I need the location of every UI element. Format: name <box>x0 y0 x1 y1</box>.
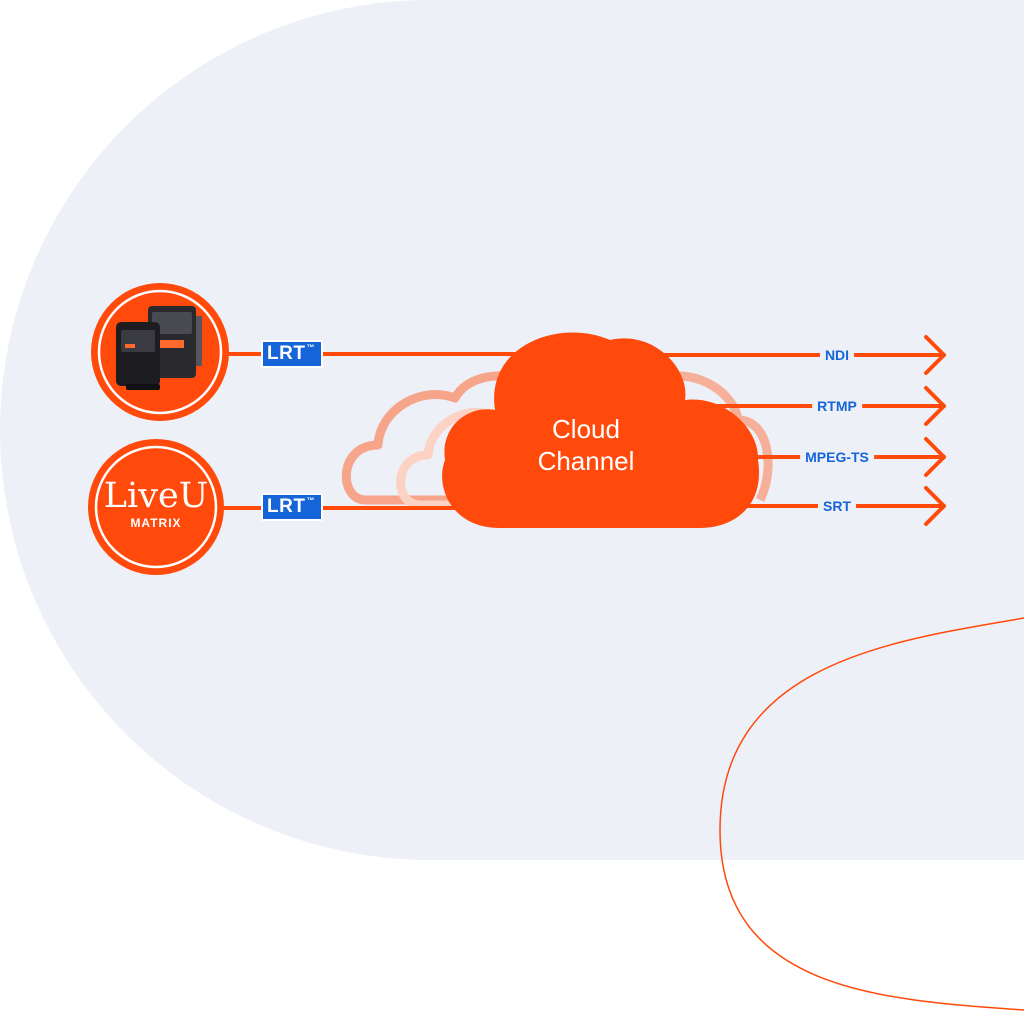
liveu-brand-text: LiveU <box>103 476 209 516</box>
arrowhead-ndi <box>924 335 946 375</box>
lrt-badge-2: LRT™ <box>261 493 323 521</box>
arrowhead-srt <box>924 486 946 526</box>
lrt-badge-1: LRT™ <box>261 340 323 368</box>
matrix-product-text: MATRIX <box>130 516 182 530</box>
encoder-device-icon <box>116 306 202 390</box>
output-label-ndi: NDI <box>819 346 855 364</box>
source-liveu-circle <box>88 439 224 575</box>
lrt-label-1: LRT <box>267 343 306 364</box>
decorative-curve <box>719 617 1024 1011</box>
arrowhead-mpeg <box>924 437 946 477</box>
lrt-label-2: LRT <box>267 496 306 517</box>
output-arrows <box>628 335 946 526</box>
lrt-tm-2: ™ <box>306 496 315 505</box>
output-label-srt: SRT <box>818 497 856 515</box>
liveu-matrix-logo: LiveU MATRIX <box>94 470 218 550</box>
source-device-circle <box>91 283 229 421</box>
output-label-mpeg-ts: MPEG-TS <box>800 448 874 466</box>
cloud-title-line-2: Channel <box>537 446 635 476</box>
cloud-title-line-1: Cloud <box>552 414 620 444</box>
lrt-tm-1: ™ <box>306 343 315 352</box>
output-label-rtmp: RTMP <box>812 397 862 415</box>
arrowhead-rtmp <box>924 386 946 426</box>
cloud-channel-shape <box>442 332 760 528</box>
